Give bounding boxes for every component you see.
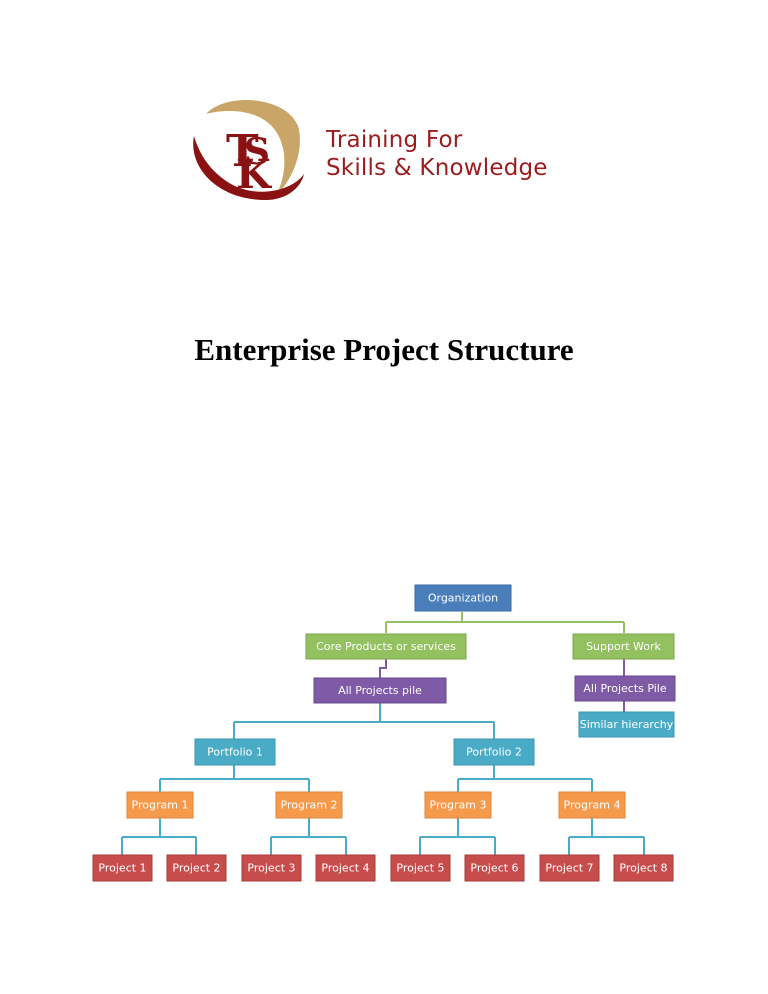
node-project-6: Project 6	[464, 854, 525, 882]
node-all-projects-pile-label: All Projects pile	[338, 684, 422, 697]
node-core-products-label: Core Products or services	[316, 640, 456, 653]
node-program-1-label: Program 1	[132, 799, 189, 812]
node-organization-label: Organization	[428, 592, 498, 605]
node-program-1: Program 1	[126, 791, 194, 819]
node-project-1-label: Project 1	[98, 862, 146, 875]
node-core-products: Core Products or services	[305, 633, 467, 660]
node-project-5-label: Project 5	[396, 862, 444, 875]
node-project-4: Project 4	[315, 854, 376, 882]
node-all-projects-pile-support-label: All Projects Pile	[583, 682, 667, 695]
org-chart: Organization Core Products or services S…	[92, 584, 676, 882]
node-portfolio-1-label: Portfolio 1	[207, 746, 263, 759]
tsk-emblem-icon: T K S	[193, 100, 304, 200]
node-project-5: Project 5	[390, 854, 451, 882]
node-program-2-label: Program 2	[281, 799, 338, 812]
node-program-2: Program 2	[275, 791, 343, 819]
node-project-7-label: Project 7	[545, 862, 593, 875]
node-project-2-label: Project 2	[172, 862, 220, 875]
node-project-8-label: Project 8	[619, 862, 667, 875]
node-similar-hierarchy-label: Similar hierarchy	[580, 718, 674, 731]
node-project-3-label: Project 3	[247, 862, 295, 875]
node-project-6-label: Project 6	[470, 862, 518, 875]
node-project-4-label: Project 4	[321, 862, 369, 875]
svg-text:T: T	[226, 126, 259, 177]
node-project-7: Project 7	[539, 854, 600, 882]
node-all-projects-pile: All Projects pile	[313, 677, 447, 704]
node-program-3-label: Program 3	[430, 799, 487, 812]
hierarchy-connectors	[121, 702, 645, 855]
page-title: Enterprise Project Structure	[194, 332, 574, 367]
node-program-4: Program 4	[558, 791, 626, 819]
node-support-work: Support Work	[572, 633, 675, 660]
node-project-2: Project 2	[166, 854, 227, 882]
org-connectors	[385, 612, 625, 633]
logo-line-2: Skills & Knowledge	[326, 155, 548, 181]
node-project-1: Project 1	[92, 854, 153, 882]
logo-line-1: Training For	[326, 127, 463, 153]
core-connectors	[379, 659, 625, 712]
node-program-3: Program 3	[424, 791, 492, 819]
node-program-4-label: Program 4	[564, 799, 621, 812]
node-project-8: Project 8	[613, 854, 674, 882]
node-project-3: Project 3	[241, 854, 302, 882]
node-similar-hierarchy: Similar hierarchy	[578, 711, 675, 738]
company-logo: T K S Training For Skills & Knowledge	[186, 96, 586, 206]
svg-text:K: K	[236, 151, 272, 198]
svg-text:S: S	[244, 131, 270, 173]
node-portfolio-2: Portfolio 2	[453, 738, 535, 766]
node-all-projects-pile-support: All Projects Pile	[574, 675, 676, 702]
node-portfolio-2-label: Portfolio 2	[466, 746, 522, 759]
node-organization: Organization	[414, 584, 512, 612]
node-portfolio-1: Portfolio 1	[194, 738, 276, 766]
node-support-work-label: Support Work	[586, 640, 661, 653]
